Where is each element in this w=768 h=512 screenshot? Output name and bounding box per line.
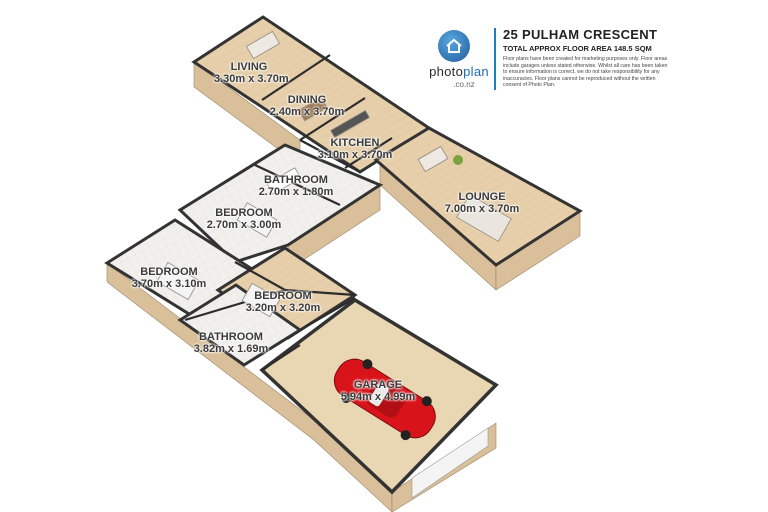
- room-label-bedroom-1: BEDROOM 2.70m x 3.00m: [204, 207, 284, 231]
- room-label-kitchen: KITCHEN 3.10m x 3.70m: [314, 137, 396, 161]
- lounge-sofa: [417, 145, 449, 173]
- room-label-garage: GARAGE 5.94m x 4.99m: [333, 379, 423, 403]
- interior-walls: [184, 54, 393, 371]
- room-size: 3.70m x 3.10m: [131, 278, 207, 290]
- header-divider: [494, 28, 496, 90]
- property-address: 25 PULHAM CRESCENT: [503, 27, 658, 42]
- room-name: LOUNGE: [458, 191, 506, 203]
- room-name: BEDROOM: [254, 290, 312, 302]
- sofa: [245, 30, 281, 60]
- room-label-bathroom-2: BATHROOM 3.82m x 1.69m: [188, 331, 274, 355]
- room-label-dining: DINING 2.40m x 3.70m: [255, 94, 359, 118]
- plant: [453, 155, 463, 165]
- kitchen-bench: [330, 109, 370, 139]
- room-size: 2.40m x 3.70m: [269, 106, 345, 118]
- garage-door: [411, 427, 489, 499]
- house-icon: [438, 30, 470, 62]
- logo-domain: .co.nz: [453, 80, 475, 89]
- photoplan-logo: photoplan .co.nz: [424, 30, 494, 94]
- room-name: BEDROOM: [215, 207, 273, 219]
- room-name: DINING: [287, 94, 327, 106]
- room-name: BATHROOM: [264, 174, 328, 186]
- furniture: [156, 30, 512, 318]
- room-size: 7.00m x 3.70m: [444, 203, 520, 215]
- car: [333, 358, 436, 441]
- rug: [456, 194, 512, 242]
- room-label-bathroom-1: BATHROOM 2.70m x 1.80m: [255, 174, 337, 198]
- logo-word-plan: plan: [463, 64, 489, 79]
- room-size: 3.30m x 3.70m: [214, 73, 289, 85]
- room-label-living: LIVING 3.30m x 3.70m: [214, 61, 289, 85]
- room-name: KITCHEN: [330, 137, 380, 149]
- room-name: GARAGE: [353, 379, 403, 391]
- room-name: BEDROOM: [140, 266, 198, 278]
- bathtub: [266, 167, 302, 195]
- exterior-walls: [106, 61, 581, 512]
- bed-2: [156, 261, 200, 301]
- room-size: 3.82m x 1.69m: [193, 343, 269, 355]
- room-label-lounge: LOUNGE 7.00m x 3.70m: [436, 191, 528, 215]
- bed-1: [236, 202, 278, 238]
- room-name: LIVING: [230, 61, 268, 73]
- dining-table: [298, 96, 328, 122]
- room-size: 3.10m x 3.70m: [317, 149, 393, 161]
- bed-3: [241, 282, 281, 318]
- logo-wordmark: photoplan: [424, 64, 494, 79]
- disclaimer-text: Floor plans have been created for market…: [503, 56, 668, 89]
- room-size: 5.94m x 4.99m: [340, 391, 416, 403]
- room-size: 3.20m x 3.20m: [245, 302, 321, 314]
- room-name: BATHROOM: [199, 331, 263, 343]
- room-label-bedroom-2: BEDROOM 3.70m x 3.10m: [126, 266, 212, 290]
- logo-word-photo: photo: [429, 64, 464, 79]
- room-size: 2.70m x 1.80m: [258, 186, 334, 198]
- floor-area: TOTAL APPROX FLOOR AREA 148.5 SQM: [503, 44, 652, 53]
- room-size: 2.70m x 3.00m: [206, 219, 282, 231]
- room-label-bedroom-3: BEDROOM 3.20m x 3.20m: [239, 290, 327, 314]
